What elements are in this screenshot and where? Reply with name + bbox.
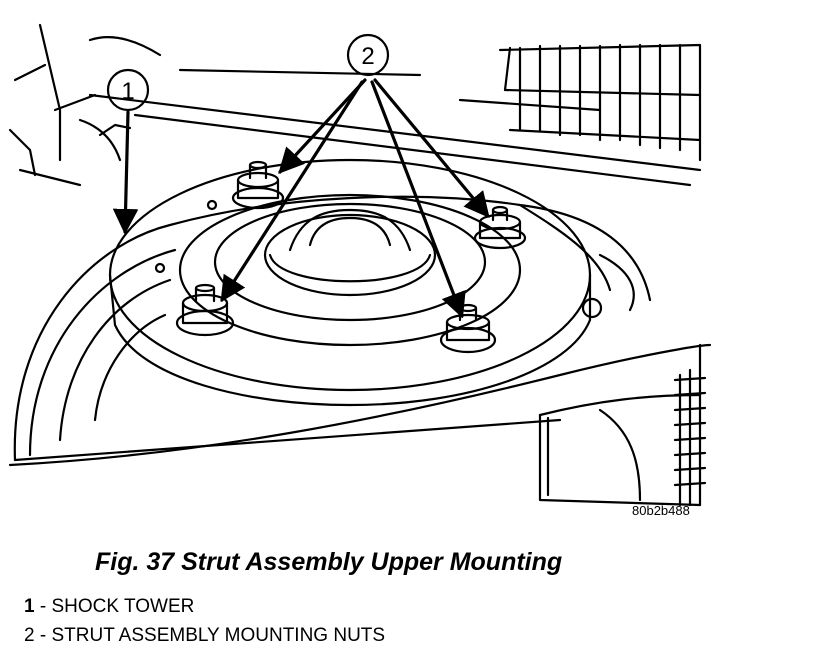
legend-separator: - [34,625,52,646]
mounting-nut-3 [175,283,235,337]
legend-text: STRUT ASSEMBLY MOUNTING NUTS [51,625,386,646]
strut-mount-plate [108,158,603,407]
body-panel-left [8,23,162,187]
fender-apron [538,343,707,507]
legend-number: 1 [24,596,35,617]
legend-item-mounting-nuts: 2 - STRUT ASSEMBLY MOUNTING NUTS [24,621,385,650]
cowl-panel [88,43,702,187]
shock-tower [8,195,712,467]
callout-2-circle [346,33,390,77]
legend: 1 - SHOCK TOWER 2 - STRUT ASSEMBLY MOUNT… [24,592,385,650]
mounting-nut-1 [231,160,285,210]
arrow-to-nut-4 [370,80,466,319]
arrow-to-nut-1 [278,78,367,174]
legend-item-shock-tower: 1 - SHOCK TOWER [24,592,385,621]
center-cap [263,208,437,297]
arrow-to-shock-tower [112,110,139,235]
figure-reference-id: 80b2b488 [632,503,690,518]
mounting-nut-2 [473,205,527,250]
strut-mounting-illustration: 1 2 [8,23,712,507]
figure-caption: Fig. 37 Strut Assembly Upper Mounting [95,548,563,576]
arrow-to-nut-2 [373,78,490,218]
legend-text: SHOCK TOWER [51,596,195,617]
arrow-to-nut-3 [220,80,364,303]
legend-separator: - [34,596,52,617]
callout-1-circle [106,68,150,112]
legend-number: 2 [24,625,35,646]
callout-2-label: 2 [361,43,374,70]
mounting-nut-4 [439,303,497,354]
callout-1-label: 1 [121,78,134,105]
